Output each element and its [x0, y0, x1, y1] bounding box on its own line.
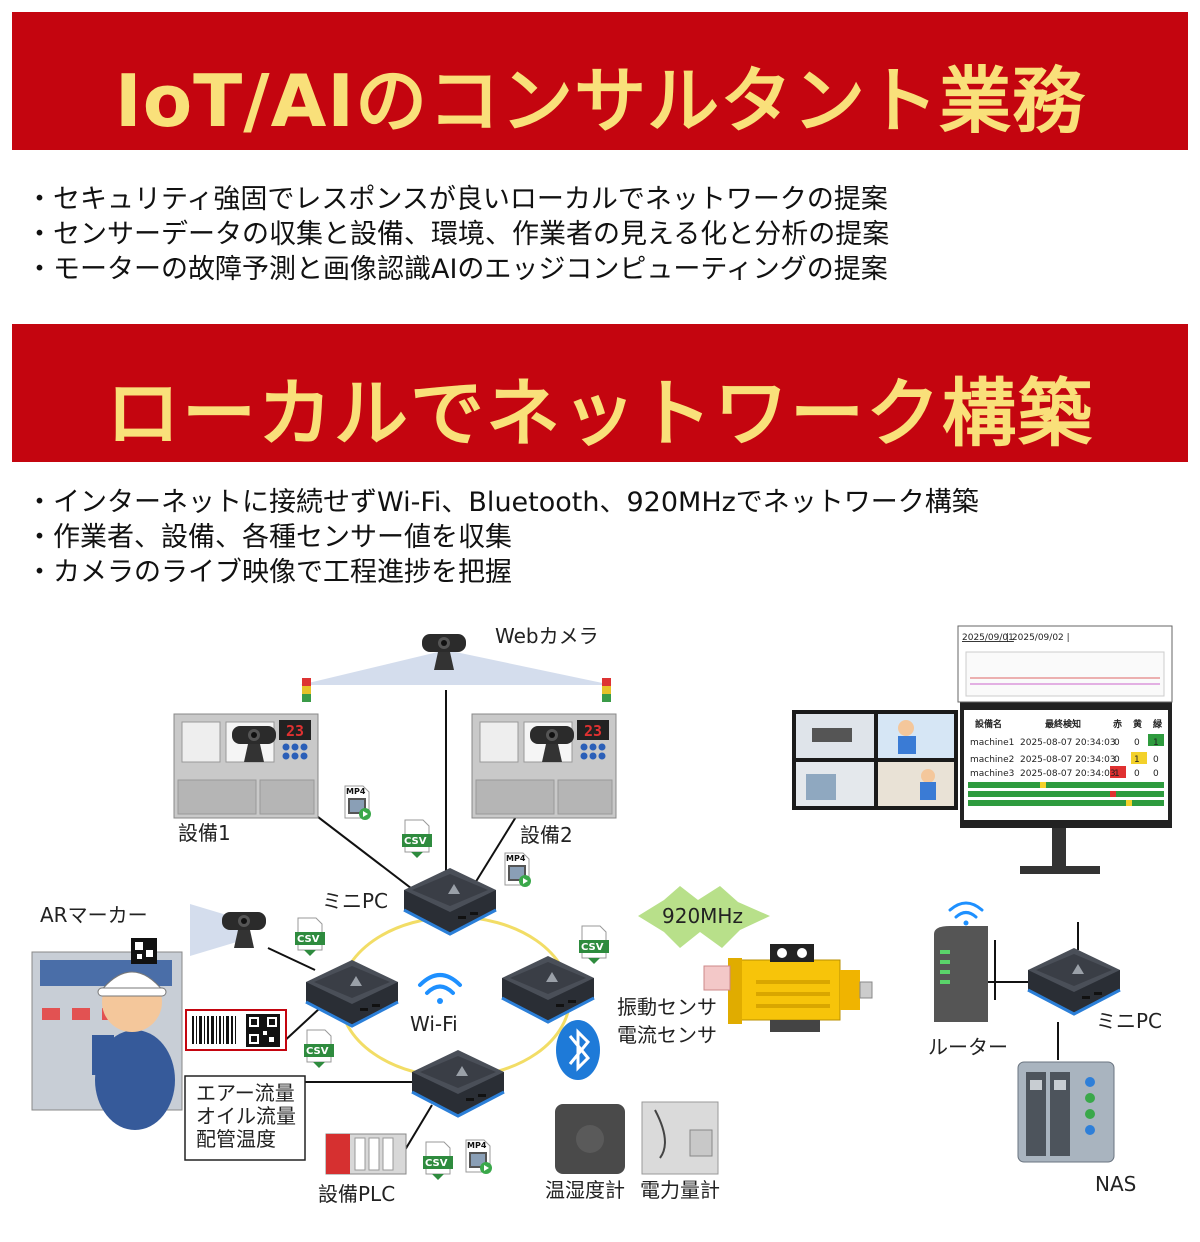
barcode-qr-icon: [185, 1009, 287, 1051]
dashboard-cell: 0: [1114, 755, 1120, 765]
network-points: インターネットに接続せずWi-Fi、Bluetooth、920MHzでネットワー…: [26, 485, 979, 590]
camera-view-cone-ar: [190, 904, 250, 956]
dashboard-date-link[interactable]: 2025/09/01: [962, 633, 1014, 643]
thermo-hygrometer-icon: [555, 1104, 625, 1174]
vibration-sensor-label: 振動センサ: [617, 995, 717, 1019]
equipment1-display: 23: [286, 722, 304, 740]
signal-tower-left: [302, 678, 311, 702]
consulting-point: セキュリティ強固でレスポンスが良いローカルでネットワークの提案: [26, 182, 889, 217]
dashboard-header-last: 最終検知: [1045, 718, 1081, 730]
signal-tower-right: [602, 678, 611, 702]
mini-pc-server-label: ミニPC: [1096, 1009, 1162, 1033]
consulting-points: セキュリティ強固でレスポンスが良いローカルでネットワークの提案 センサーデータの…: [26, 182, 889, 287]
csv-file-label: CSV: [404, 836, 427, 847]
dashboard-table: 設備名 最終検知 赤 黄 緑 machine1 2025-08-07 20:34…: [964, 710, 1168, 820]
csv-file-label: CSV: [297, 934, 320, 945]
equipment2-display: 23: [584, 722, 602, 740]
equipment2-label: 設備2: [520, 823, 573, 847]
camera-view-cone: [300, 650, 612, 685]
mini-pc-left-icon: [304, 958, 400, 1028]
csv-file-label: CSV: [306, 1046, 329, 1057]
dashboard-cell: 2025-08-07 20:34:03: [1020, 755, 1116, 765]
dashboard-header-red: 赤: [1113, 718, 1122, 730]
dashboard-header-name: 設備名: [975, 718, 1002, 730]
network-diagram: Webカメラ 23 設備1 23 設備2 MP4 CSV MP4 CSV CSV…: [31, 624, 1173, 1206]
dashboard-cell: 0: [1134, 738, 1140, 748]
power-meter-label: 電力量計: [640, 1178, 720, 1202]
mp4-file-label: MP4: [346, 787, 366, 796]
dashboard-header-yellow: 黄: [1133, 718, 1142, 730]
dashboard-header-green: 緑: [1153, 718, 1163, 730]
nas-label: NAS: [1095, 1172, 1136, 1196]
thermo-hygrometer-label: 温湿度計: [545, 1178, 625, 1202]
heading-consulting: IoT/AIのコンサルタント業務: [114, 59, 1086, 143]
dashboard-cell: 2025-08-07 20:34:03: [1020, 769, 1116, 779]
worker-illustration: [92, 971, 175, 1130]
mini-pc-right-icon: [500, 954, 596, 1024]
nas-icon: [1017, 1061, 1115, 1163]
bluetooth-icon: [556, 1020, 600, 1080]
wifi-label: Wi-Fi: [410, 1012, 458, 1036]
dashboard-cell: 1: [1134, 755, 1140, 765]
csv-file-label: CSV: [581, 942, 604, 953]
heading-banner-consulting: IoT/AIのコンサルタント業務: [12, 12, 1188, 150]
band-920-label: 920MHz: [662, 904, 743, 928]
heading-banner-network: ローカルでネットワーク構築: [12, 324, 1188, 462]
plc-label: 設備PLC: [318, 1182, 395, 1206]
dashboard-cell: machine3: [970, 769, 1014, 779]
dashboard-cell: 0: [1114, 738, 1120, 748]
web-camera-label: Webカメラ: [495, 624, 599, 648]
network-point: 作業者、設備、各種センサー値を収集: [26, 520, 979, 555]
consulting-point: モーターの故障予測と画像認識AIのエッジコンピューティングの提案: [26, 252, 889, 287]
camera-feed-grid: [792, 710, 958, 810]
network-point: インターネットに接続せずWi-Fi、Bluetooth、920MHzでネットワー…: [26, 485, 979, 520]
motor-icon: [703, 944, 873, 1032]
band-920-burst: [638, 886, 770, 948]
dashboard-cell: 1: [1153, 738, 1159, 748]
pipe-temp-label: 配管温度: [196, 1127, 276, 1151]
heading-network: ローカルでネットワーク構築: [106, 371, 1094, 457]
wifi-icon: [418, 973, 462, 1004]
mini-pc-hub-label: ミニPC: [322, 889, 388, 913]
network-point: カメラのライブ映像で工程進捗を把握: [26, 555, 979, 590]
csv-file-label: CSV: [425, 1158, 448, 1169]
mp4-file-label: MP4: [506, 854, 526, 863]
current-sensor-label: 電流センサ: [617, 1023, 717, 1047]
ar-marker-icon: [131, 938, 157, 964]
router-icon: [934, 926, 988, 1022]
equipment1-label: 設備1: [178, 821, 231, 845]
dashboard-cell: 2025-08-07 20:34:03: [1020, 738, 1116, 748]
router-wifi-icon: [948, 901, 984, 926]
mini-pc-server-icon: [1026, 946, 1122, 1016]
sensor-box: [184, 1075, 306, 1161]
dashboard-cell: 0: [1134, 769, 1140, 779]
router-label: ルーター: [928, 1035, 1008, 1059]
dashboard-cell: machine2: [970, 755, 1014, 765]
oil-flow-label: オイル流量: [196, 1104, 296, 1128]
ar-marker-label: ARマーカー: [40, 903, 148, 927]
air-flow-label: エアー流量: [196, 1081, 295, 1105]
chart-window: 2025/09/01 | 2025/09/02 |: [957, 625, 1173, 703]
mp4-file-label: MP4: [467, 1141, 487, 1150]
mini-pc-hub-icon: [402, 866, 498, 936]
dashboard-date-other: | 2025/09/02 |: [1006, 633, 1070, 643]
dashboard-cell: 0: [1153, 755, 1159, 765]
power-meter-icon: [641, 1101, 719, 1175]
consulting-point: センサーデータの収集と設備、環境、作業者の見える化と分析の提案: [26, 217, 889, 252]
dashboard-cell: machine1: [970, 738, 1014, 748]
mini-pc-bottom-icon: [410, 1048, 506, 1118]
dashboard-cell: 0: [1153, 769, 1159, 779]
plc-icon: [325, 1133, 407, 1175]
dashboard-cell: 1: [1114, 769, 1120, 779]
